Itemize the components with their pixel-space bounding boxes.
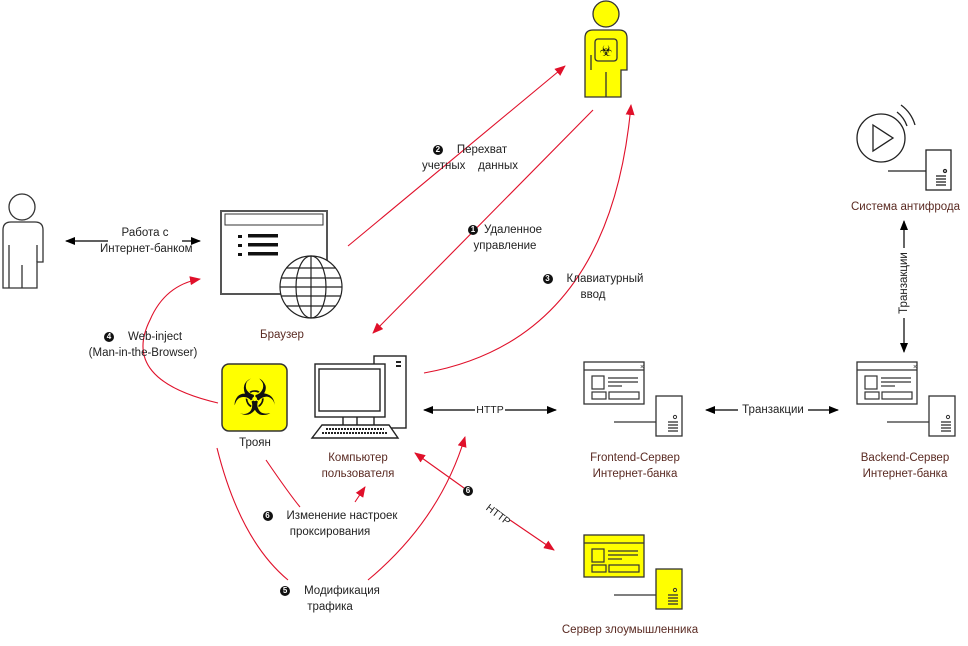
antifraud-label: Система антифрода: [850, 201, 961, 213]
attack-arrow-6a: [265, 459, 301, 508]
step-3-line2: ввод: [580, 289, 606, 301]
attack-arrow-1: [372, 109, 594, 334]
http-edge-label: HTTP: [476, 404, 504, 416]
attack-arrow-6b: [354, 486, 366, 503]
desktop-computer-icon: [310, 355, 407, 439]
step-6-line2: проксирования: [289, 526, 371, 538]
svg-text:☣: ☣: [599, 43, 612, 60]
step-2-label: 2 Перехват учетных данных: [400, 142, 540, 174]
step-1-badge: 1: [467, 225, 478, 235]
step-3-line1: Клавиатурный: [566, 273, 644, 285]
step-5-label: 5 Модификация трафика: [265, 583, 395, 615]
antifraud-icon: [856, 104, 952, 191]
frontend-server-icon: ×: [583, 361, 683, 437]
backend-label: Backend-Сервер Интернет-банка: [845, 450, 965, 482]
step-1-line2: управление: [473, 240, 537, 252]
user-person-icon: [2, 193, 44, 289]
step-1-line1: Удаленное: [483, 224, 543, 236]
backend-label-line1: Backend-Сервер: [860, 452, 950, 464]
step-5-line1: Модификация: [304, 585, 380, 597]
attacker-person-icon: ☣: [584, 0, 628, 98]
step-6-label: 6 Изменение настроек проксирования: [255, 508, 405, 540]
attack-arrow-4: [142, 276, 219, 404]
attack-arrow-6-http-down: [509, 519, 555, 551]
transactions-edge-label: Транзакции: [742, 404, 804, 416]
computer-label-line1: Компьютер: [328, 452, 388, 464]
frontend-label-line1: Frontend-Сервер: [590, 452, 680, 464]
globe-icon: [279, 255, 343, 319]
frontend-label: Frontend-Сервер Интернет-банка: [575, 450, 695, 482]
svg-text:×: ×: [913, 364, 917, 371]
user-browser-line1: Работа с: [121, 227, 169, 239]
step-5-badge: 5: [280, 586, 291, 596]
step-5-line2: трафика: [307, 601, 353, 613]
attacker-server-icon: [583, 534, 683, 610]
user-browser-line2: Интернет-банком: [100, 243, 193, 255]
attacker-server-label: Сервер злоумышленника: [561, 624, 699, 636]
browser-label: Браузер: [260, 329, 304, 341]
step-3-label: 3 Клавиатурный ввод: [528, 271, 658, 303]
attack-arrow-2: [347, 65, 566, 247]
attack-arrow-6-http-up: [414, 452, 465, 489]
step-6-badge: 6: [262, 511, 273, 521]
attack-arrow-3: [423, 104, 635, 374]
step-2-line1: Перехват: [456, 144, 508, 156]
step-2-line2: учетных данных: [422, 160, 518, 172]
step-1-label: 1 Удаленное управление: [450, 222, 560, 254]
trojan-label: Троян: [239, 437, 271, 449]
step-6-http-badge: 6: [463, 486, 473, 496]
attack-arrow-5a: [216, 447, 289, 581]
step-4-line1: Web-inject: [127, 331, 183, 343]
svg-text:☣: ☣: [232, 370, 277, 426]
step-4-badge: 4: [103, 332, 114, 342]
computer-label: Компьютер пользователя: [303, 450, 413, 482]
antifraud-transactions-label: Транзакции: [898, 252, 910, 314]
step-4-line2: (Man-in-the-Browser): [88, 347, 198, 359]
step-2-badge: 2: [432, 145, 443, 155]
step-4-label: 4 Web-inject (Man-in-the-Browser): [78, 329, 208, 361]
backend-server-icon: ×: [856, 361, 956, 437]
user-browser-edge-label: Работа с Интернет-банком: [100, 225, 193, 257]
step-3-badge: 3: [542, 274, 553, 284]
svg-text:×: ×: [640, 364, 644, 371]
backend-label-line2: Интернет-банка: [862, 468, 948, 480]
frontend-label-line2: Интернет-банка: [592, 468, 678, 480]
step-6-line1: Изменение настроек: [286, 510, 398, 522]
trojan-biohazard-icon: ☣: [221, 363, 288, 432]
computer-label-line2: пользователя: [321, 468, 395, 480]
browser-icon: [220, 210, 343, 319]
attack-arrow-5b: [367, 436, 467, 581]
